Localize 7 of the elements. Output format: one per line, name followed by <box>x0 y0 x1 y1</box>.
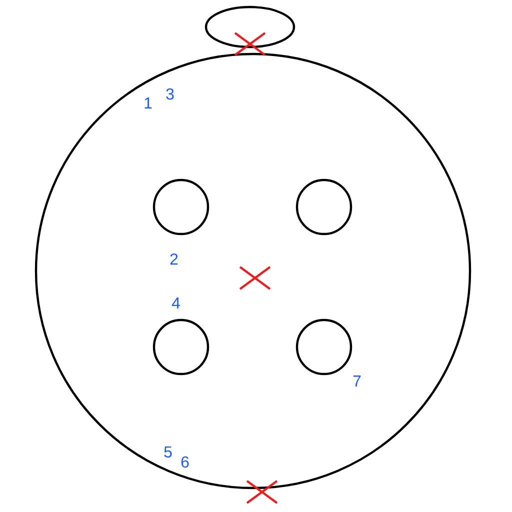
callout-number: 1 <box>144 98 152 108</box>
callout-number: 6 <box>181 456 189 468</box>
callout-number: 2 <box>170 253 178 265</box>
callout-number: 3 <box>166 88 174 100</box>
callout-number: 7 <box>353 376 361 386</box>
callout-number: 5 <box>164 446 172 458</box>
callout-number: 4 <box>172 298 180 308</box>
